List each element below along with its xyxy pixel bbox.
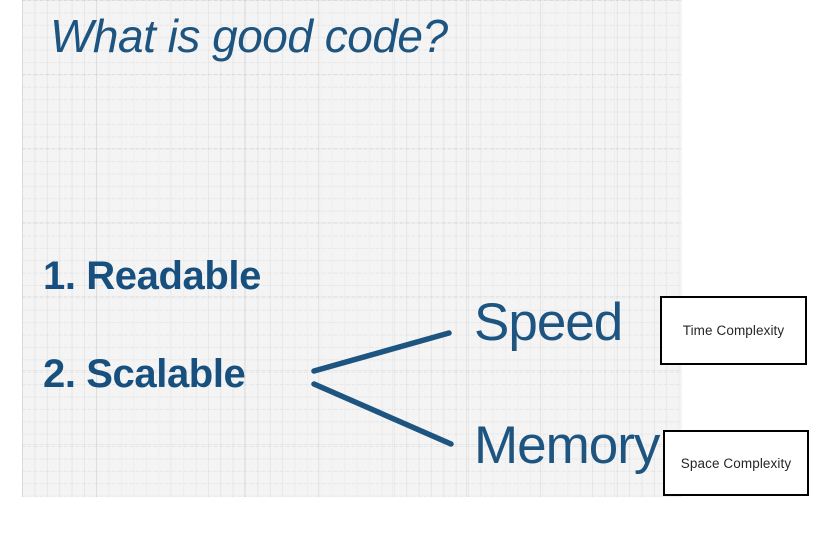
annotation-label-time-complexity: Time Complexity — [682, 323, 785, 338]
branch-label-speed: Speed — [474, 293, 623, 352]
page-title: What is good code? — [50, 10, 448, 62]
list-item-scalable: 2. Scalable — [43, 352, 246, 396]
branch-label-memory: Memory — [474, 416, 660, 475]
list-item-readable: 1. Readable — [43, 254, 261, 298]
annotation-box-time-complexity: Time Complexity — [660, 296, 807, 365]
annotation-box-space-complexity: Space Complexity — [663, 430, 809, 496]
annotation-label-space-complexity: Space Complexity — [680, 455, 792, 471]
